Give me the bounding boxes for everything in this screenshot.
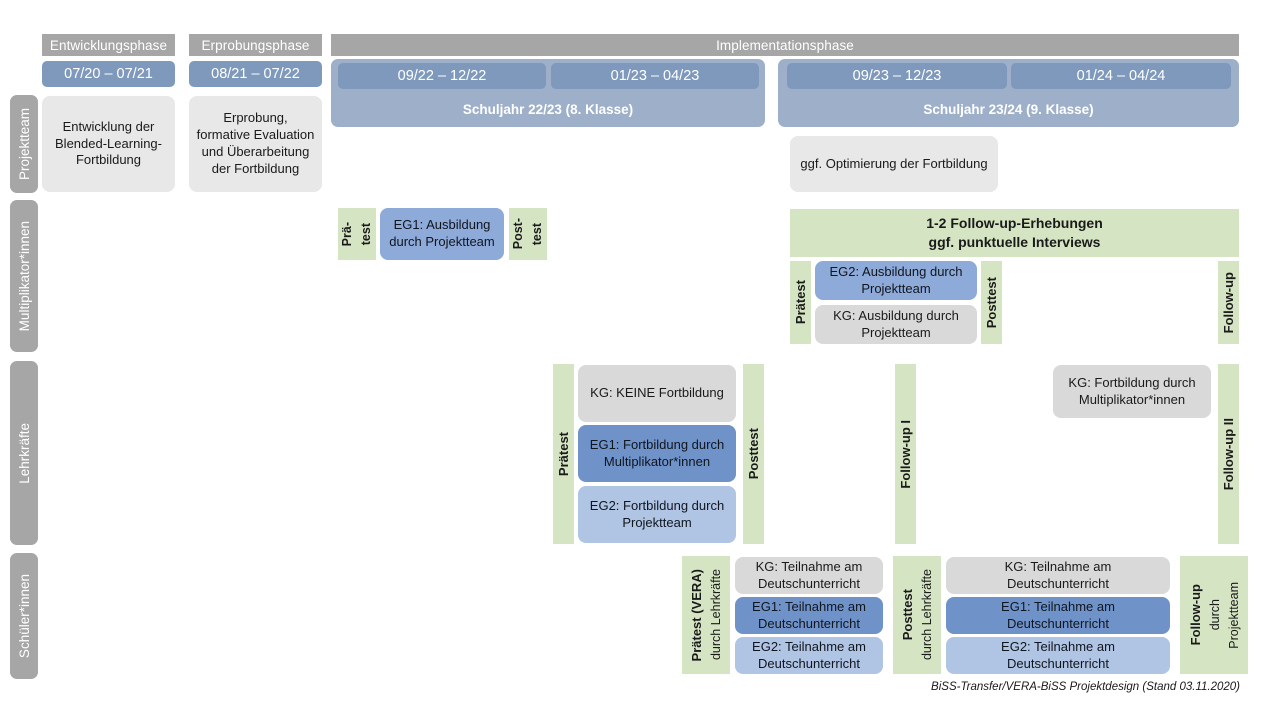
schuljahr-label-2: Schuljahr 23/24 (9. Klasse)	[923, 101, 1094, 117]
row-label-multiplikatoren: Multiplikator*innen	[10, 200, 38, 352]
date-bar-1: 07/20 – 07/21	[42, 61, 175, 87]
schuljahr-group-2: 09/23 – 12/23 01/24 – 04/24 Schuljahr 23…	[778, 59, 1239, 127]
schueler-posttest-sub: durch Lehrkräfte	[920, 569, 934, 661]
schuljahr-label-1: Schuljahr 22/23 (8. Klasse)	[462, 101, 634, 117]
row-label-lehrkraefte: Lehrkräfte	[10, 361, 38, 545]
multiplikatoren-posttest-strip-2: Posttest	[981, 261, 1002, 344]
multiplikatoren-posttest-line1: Post-	[511, 218, 526, 250]
schueler-kg-box-right: KG: Teilnahme am Deutschunterricht	[946, 557, 1170, 594]
date-bar-2: 08/21 – 07/22	[189, 61, 322, 87]
multiplikatoren-posttest-strip: Post- test	[509, 208, 547, 260]
schueler-praetest-strip: Prätest (VERA) durch Lehrkräfte	[682, 556, 730, 674]
multiplikatoren-praetest-strip: Prä- test	[338, 208, 376, 260]
date-bar-4: 01/23 – 04/23	[551, 63, 759, 89]
lehrkraefte-praetest-strip: Prätest	[553, 364, 574, 544]
lehrkraefte-kg-keine-box: KG: KEINE Fortbildung	[578, 365, 736, 422]
followup-banner-line1: 1-2 Follow-up-Erhebungen	[926, 215, 1103, 232]
schueler-eg2-box-left: EG2: Teilnahme am Deutschunterricht	[735, 637, 883, 674]
schueler-followup-sub2: Projektteam	[1226, 581, 1241, 649]
date-bar-5: 09/23 – 12/23	[787, 63, 1007, 89]
row-label-schueler: Schüler*innen	[10, 553, 38, 679]
projektteam-optimierung-box: ggf. Optimierung der Fortbildung	[790, 136, 998, 192]
date-label-2: 08/21 – 07/22	[211, 66, 300, 82]
date-label-1: 07/20 – 07/21	[64, 66, 153, 82]
multiplikatoren-praetest-line2: test	[358, 222, 373, 246]
schueler-praetest-sub: durch Lehrkräfte	[709, 569, 723, 661]
lehrkraefte-kg-fortbildung-box: KG: Fortbildung durch Multiplikator*inne…	[1053, 365, 1211, 418]
phase-band-erprobung: Erprobungsphase	[189, 34, 322, 56]
date-label-5: 09/23 – 12/23	[852, 68, 942, 84]
lehrkraefte-followup1-strip: Follow-up I	[895, 364, 916, 544]
multiplikatoren-followup-strip: Follow-up	[1218, 261, 1239, 344]
projektteam-entwicklung-box: Entwicklung der Blended-Learning-Fortbil…	[42, 96, 175, 192]
date-label-6: 01/24 – 04/24	[1076, 68, 1166, 84]
schueler-kg-box-left: KG: Teilnahme am Deutschunterricht	[735, 557, 883, 594]
followup-banner-line2: ggf. punktuelle Interviews	[928, 234, 1101, 250]
phase-label-erprobung: Erprobungsphase	[201, 37, 310, 53]
footer-caption: BiSS-Transfer/VERA-BiSS Projektdesign (S…	[931, 681, 1240, 693]
schueler-praetest-main: Prätest (VERA)	[689, 568, 704, 662]
projektteam-erprobung-box: Erprobung, formative Evaluation und Über…	[189, 96, 322, 192]
multiplikatoren-praetest-line1: Prä-	[340, 221, 355, 247]
lehrkraefte-posttest-strip: Posttest	[743, 364, 764, 544]
phase-band-implementation: Implementationsphase	[331, 34, 1239, 56]
date-label-3: 09/22 – 12/22	[397, 68, 487, 84]
lehrkraefte-eg2-box: EG2: Fortbildung durch Projektteam	[578, 486, 736, 543]
schueler-eg1-box-left: EG1: Teilnahme am Deutschunterricht	[735, 597, 883, 634]
schueler-eg1-box-right: EG1: Teilnahme am Deutschunterricht	[946, 597, 1170, 634]
schueler-posttest-main: Posttest	[900, 589, 915, 641]
date-bar-6: 01/24 – 04/24	[1011, 63, 1231, 89]
schueler-followup-main: Follow-up	[1187, 584, 1203, 646]
multiplikatoren-eg2-box: EG2: Ausbildung durch Projektteam	[815, 261, 977, 300]
multiplikatoren-praetest-strip-2: Prätest	[790, 261, 811, 344]
schueler-followup-strip: Follow-up durch Projektteam	[1180, 556, 1248, 674]
multiplikatoren-eg1-box: EG1: Ausbildung durch Projektteam	[380, 208, 504, 260]
schueler-followup-sub1: durch	[1207, 599, 1222, 631]
date-label-4: 01/23 – 04/23	[610, 68, 700, 84]
date-bar-3: 09/22 – 12/22	[338, 63, 546, 89]
row-label-projektteam: Projektteam	[10, 95, 38, 193]
multiplikatoren-followup-banner: 1-2 Follow-up-Erhebungen ggf. punktuelle…	[790, 209, 1239, 257]
lehrkraefte-eg1-box: EG1: Fortbildung durch Multiplikator*inn…	[578, 425, 736, 482]
phase-label-implementation: Implementationsphase	[716, 37, 854, 53]
schueler-posttest-strip: Posttest durch Lehrkräfte	[893, 556, 941, 674]
multiplikatoren-posttest-line2: test	[529, 222, 544, 246]
schuljahr-group-1: 09/22 – 12/22 01/23 – 04/23 Schuljahr 22…	[331, 59, 765, 127]
multiplikatoren-kg-box: KG: Ausbildung durch Projektteam	[815, 305, 977, 344]
phase-band-entwicklung: Entwicklungsphase	[42, 34, 175, 56]
lehrkraefte-followup2-strip: Follow-up II	[1218, 364, 1239, 544]
schueler-eg2-box-right: EG2: Teilnahme am Deutschunterricht	[946, 637, 1170, 674]
phase-label-entwicklung: Entwicklungsphase	[49, 37, 168, 53]
